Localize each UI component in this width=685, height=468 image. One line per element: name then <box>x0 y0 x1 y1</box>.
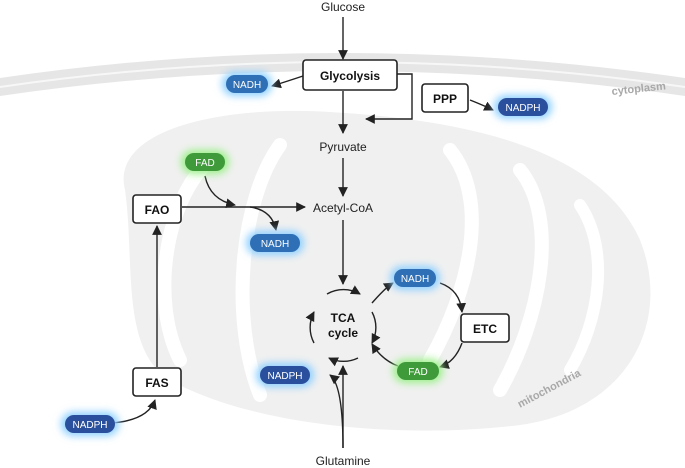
fad-text: FAD <box>408 367 427 378</box>
nadh-pill-fao: NADH <box>246 231 304 255</box>
glycolysis-label: Glycolysis <box>320 69 380 83</box>
ppp-label: PPP <box>433 92 457 106</box>
nadph-text: NADPH <box>267 371 302 382</box>
fas-label: FAS <box>145 376 168 390</box>
fad-pill-etc: FAD <box>393 359 443 383</box>
nadh-pill-glycolysis: NADH <box>222 72 272 96</box>
fad-text: FAD <box>195 158 214 169</box>
etc-label: ETC <box>473 322 497 336</box>
arrow-glycolysis-nadh <box>271 75 304 89</box>
fao-label: FAO <box>145 203 170 217</box>
cytoplasm-label: cytoplasm <box>611 80 667 98</box>
glutamine-label: Glutamine <box>316 454 371 468</box>
tca-cycle: TCA cycle <box>305 285 381 367</box>
cell-membrane <box>0 53 685 96</box>
etc-box: ETC <box>460 313 510 343</box>
arrow-fao-nadh <box>249 206 280 231</box>
fad-pill-fao: FAD <box>181 150 229 174</box>
nadh-text: NADH <box>261 239 289 250</box>
ppp-box: PPP <box>421 83 469 113</box>
arrow-glycolysis-ppp-branch <box>365 73 413 124</box>
nadph-text: NADPH <box>505 103 540 114</box>
acetyl-coa-label: Acetyl-CoA <box>313 201 373 215</box>
nadh-text: NADH <box>233 80 261 91</box>
glucose-label: Glucose <box>321 0 365 14</box>
nadph-text: NADPH <box>72 420 107 431</box>
arrow-nadh-etc <box>439 282 467 313</box>
fas-box: FAS <box>132 367 182 397</box>
arrow-glutamine-nadph <box>329 374 344 449</box>
tca-label-line2: cycle <box>328 326 358 340</box>
pathway-arrows <box>111 17 494 449</box>
arrow-fad-fao <box>204 175 236 209</box>
arrow-etc-fad <box>439 342 463 369</box>
nadph-pill-glutamine: NADPH <box>256 363 314 387</box>
nadph-pill-ppp: NADPH <box>494 95 552 119</box>
glycolysis-box: Glycolysis <box>302 59 398 91</box>
tca-label-line1: TCA <box>331 311 356 325</box>
nadph-pill-fas: NADPH <box>61 412 119 436</box>
nadh-text: NADH <box>401 274 429 285</box>
arrow-ppp-nadph <box>469 99 494 111</box>
nadh-pill-tca: NADH <box>390 266 440 290</box>
arrow-nadph-fas <box>111 399 157 424</box>
mitochondrion <box>123 110 651 431</box>
fao-box: FAO <box>132 194 182 224</box>
pyruvate-label: Pyruvate <box>319 140 367 154</box>
